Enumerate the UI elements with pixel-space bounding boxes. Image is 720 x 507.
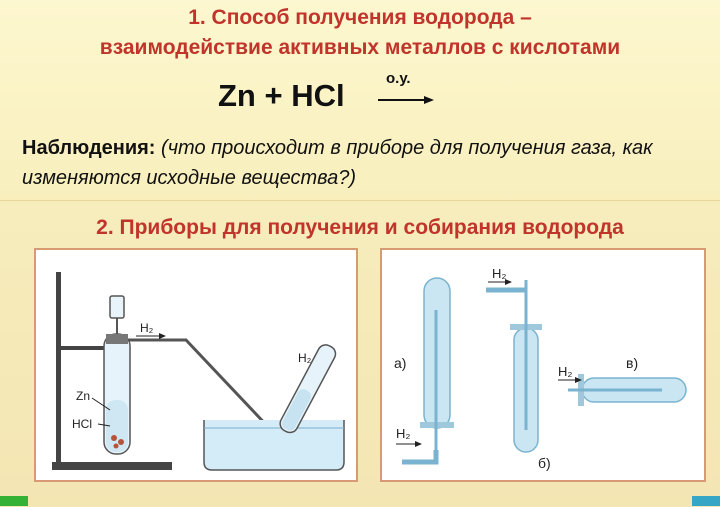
label-b: б): [538, 455, 551, 471]
apparatus-drawing-left: H₂ H₂ Zn HCl: [52, 272, 345, 471]
funnel-top: [109, 295, 125, 319]
stand-rod: [56, 272, 61, 464]
tube-a-h2: H₂: [396, 426, 410, 441]
hcl-label: HCl: [72, 417, 92, 431]
stopper: [106, 334, 128, 344]
stand-base: [52, 462, 172, 470]
stand-clamp-arm: [58, 346, 120, 350]
zn-label: Zn: [76, 389, 90, 403]
reaction-arrow-icon: [378, 96, 434, 104]
observations: Наблюдения: (что происходит в приборе дл…: [22, 133, 702, 193]
title-line-2: взаимодействие активных металлов с кисло…: [99, 36, 621, 59]
observations-label: Наблюдения:: [22, 137, 156, 159]
nav-marker-right: [692, 496, 720, 506]
observations-text: (что происходит в приборе для получения …: [22, 137, 653, 189]
section2-title: 2. Приборы для получения и собирания вод…: [96, 216, 624, 239]
tube-v-h2: H₂: [558, 364, 572, 379]
nav-marker-left: [0, 496, 28, 506]
label-a: а): [394, 355, 406, 371]
apparatus-drawing-right: H₂ а) H₂ б) H₂ в): [394, 266, 687, 471]
apparatus-panel-left: H₂ H₂ Zn HCl: [34, 248, 358, 482]
equation-formula: Zn + HCl: [218, 78, 345, 113]
apparatus-panel-right: H₂ а) H₂ б) H₂ в): [380, 248, 706, 482]
top-section: [0, 0, 720, 200]
h2-label: H₂: [140, 321, 154, 335]
title-line-1: 1. Способ получения водорода –: [188, 6, 532, 29]
label-v: в): [626, 355, 638, 371]
equation-condition: о.у.: [386, 70, 411, 87]
h2-tube-label: H₂: [298, 351, 312, 365]
tube-b-h2: H₂: [492, 266, 506, 281]
water-trough: [203, 420, 345, 471]
